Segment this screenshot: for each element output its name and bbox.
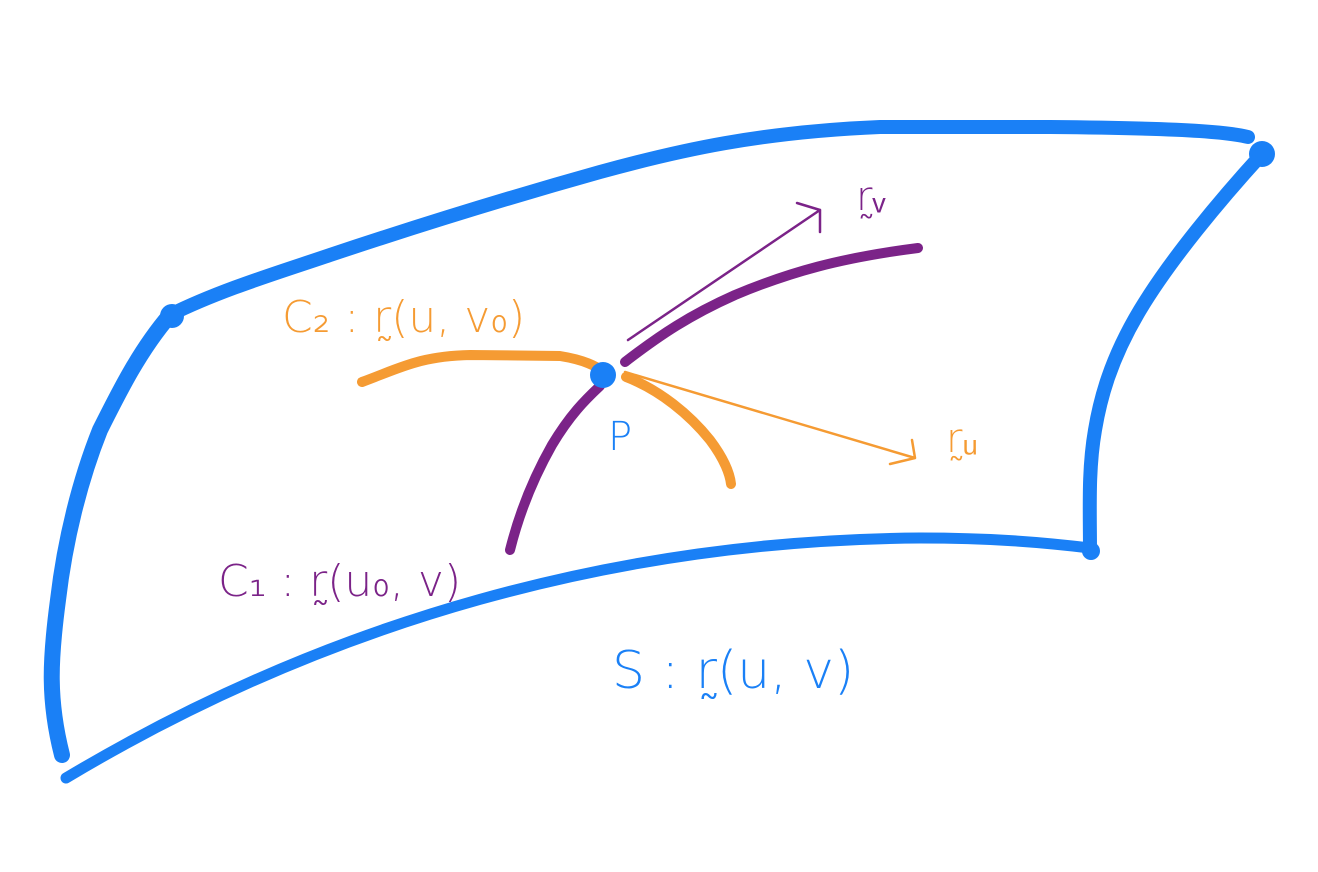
- surface-right-edge: [1082, 147, 1269, 559]
- surface-bottom-edge: [60, 532, 1096, 784]
- tangent-v-arrow: [626, 201, 822, 342]
- curve-c2-continued: [621, 372, 736, 489]
- surface-left-edge: [43, 307, 178, 763]
- point-p: [590, 362, 616, 388]
- curve-c1: [505, 381, 605, 555]
- label-tangent-u: r̰ᵤ: [946, 416, 978, 462]
- curve-c2: [357, 350, 610, 387]
- tangent-u-arrow: [623, 370, 917, 466]
- label-surface: S : r̰(u, v): [612, 641, 854, 701]
- label-point-p: P: [608, 414, 632, 460]
- surface-top-edge: [163, 120, 1255, 322]
- label-curve-c2: C₂ : r̰(u, v₀): [282, 292, 525, 343]
- label-curve-c1: C₁ : r̰(u₀, v): [218, 556, 461, 607]
- label-tangent-v: r̰ᵥ: [856, 174, 886, 220]
- curve-c1-continued: [620, 243, 923, 367]
